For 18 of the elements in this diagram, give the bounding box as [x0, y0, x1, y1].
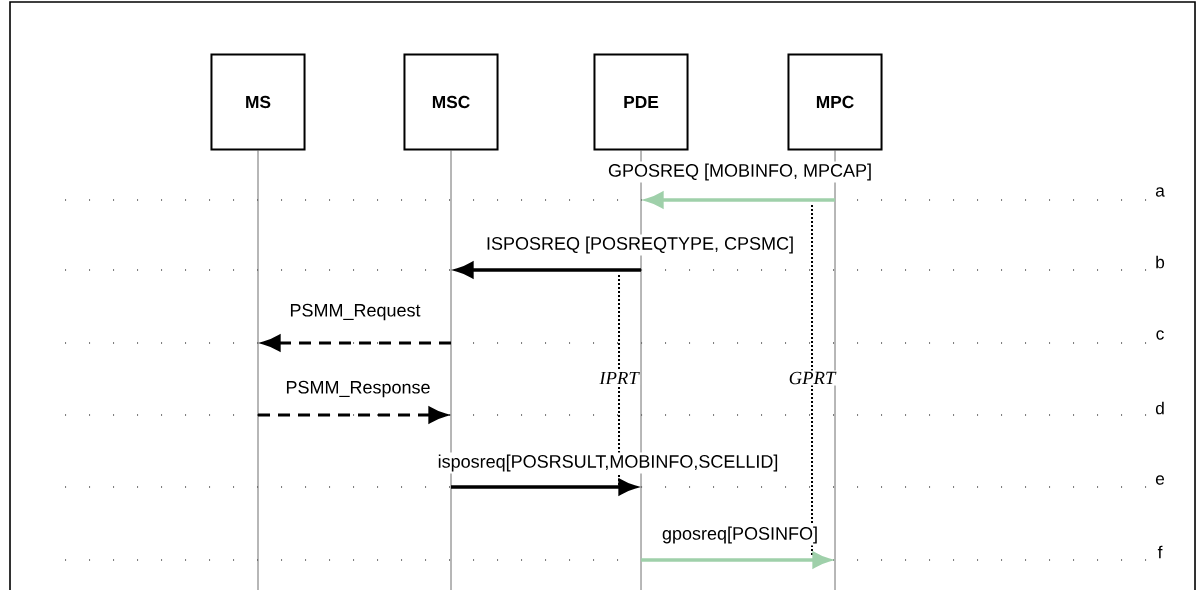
edge-label: GPOSREQ [MOBINFO, MPCAP] — [606, 161, 874, 183]
arrow — [641, 552, 831, 568]
participant-box: PDE — [593, 53, 689, 151]
edge-label: PSMM_Response — [283, 378, 433, 400]
row-letter: a — [1155, 187, 1165, 197]
edge-label: isposreq[POSRSULT,MOBINFO,SCELLID] — [435, 452, 781, 474]
edge-label: PSMM_Request — [287, 301, 423, 323]
row-letter: b — [1156, 255, 1165, 269]
row-letter: d — [1155, 401, 1164, 415]
participant-box: MS — [210, 53, 306, 151]
row-letter: e — [1155, 475, 1165, 485]
row-letter: c — [1156, 330, 1164, 340]
edge-label: gposreq[POSINFO] — [660, 524, 821, 546]
row-letter: f — [1157, 545, 1163, 559]
participant-box: MPC — [787, 53, 883, 151]
timer-label: GPRT — [787, 370, 837, 386]
edge-label: ISPOSREQ [POSREQTYPE, CPSMC] — [483, 234, 797, 256]
participant-box: MSC — [403, 53, 499, 151]
